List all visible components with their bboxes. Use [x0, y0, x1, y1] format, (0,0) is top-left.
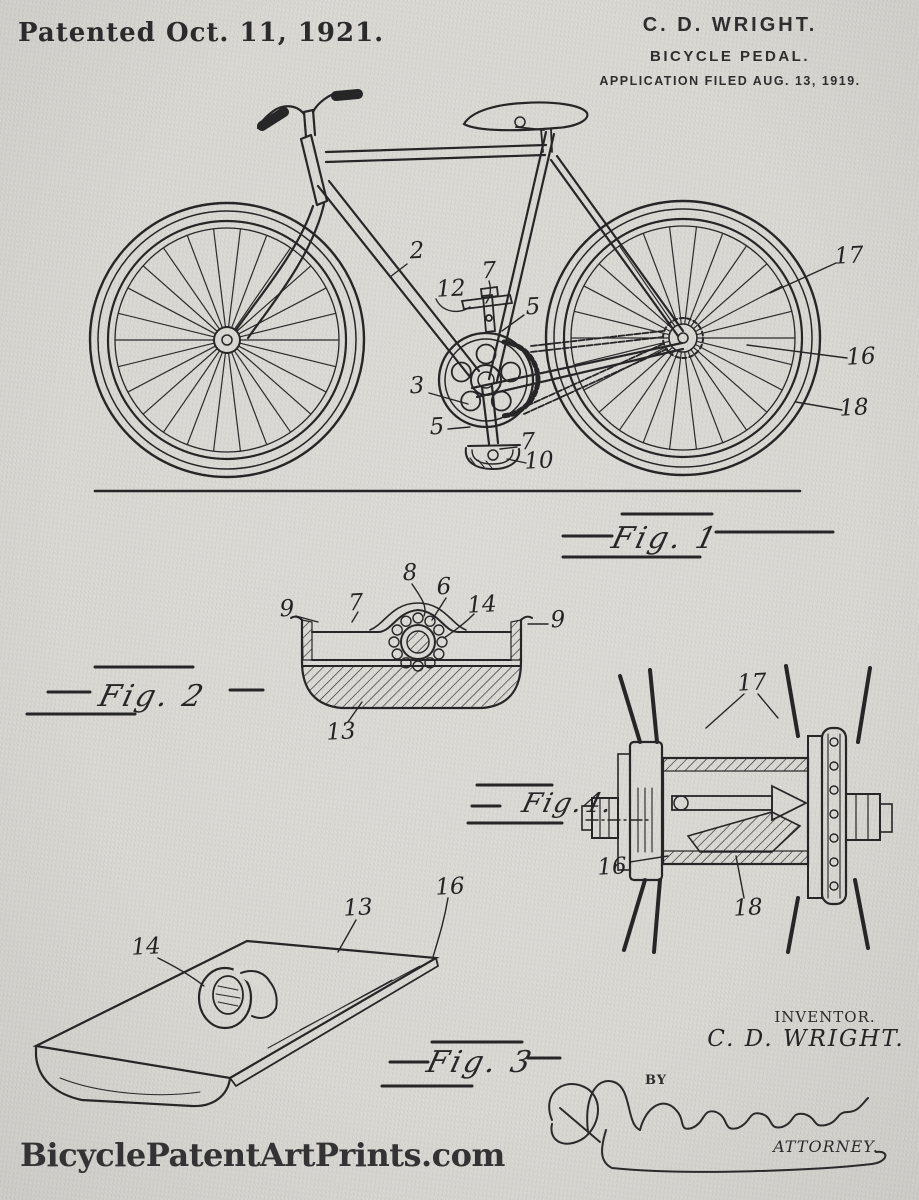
figure-2-pedal-section-drawing: [290, 583, 549, 723]
watermark-text: BicyclePatentArtPrints.com: [20, 1136, 505, 1174]
ref-numeral-5b: 5: [429, 413, 445, 441]
ref-numeral-5: 5: [525, 293, 541, 321]
patented-date-line: Patented Oct. 11, 1921.: [18, 18, 385, 48]
ref-numeral-14b: 14: [130, 933, 162, 961]
front-spokes: [114, 228, 340, 452]
inventor-signature: C. D. WRIGHT.: [707, 1026, 905, 1052]
fig2-label-text: Fig. 2: [94, 679, 209, 713]
ref-numeral-13: 13: [325, 718, 357, 746]
fig3-label-text: Fig. 3: [422, 1045, 537, 1079]
fig1-label: Fig. 1: [561, 512, 835, 559]
ref-numeral-7c: 7: [348, 589, 364, 617]
fig3-label: Fig. 3: [380, 1040, 562, 1088]
application-line: APPLICATION FILED AUG. 13, 1919.: [599, 74, 861, 88]
ref-numeral-9r: 9: [550, 606, 566, 634]
fig4-label: Fig.4.: [466, 783, 618, 825]
bicycle-frame: [234, 89, 685, 399]
inventor-caption: INVENTOR.: [774, 1008, 876, 1026]
figure-3-pedal-plate-drawing: [32, 897, 449, 1108]
pedal: [464, 444, 521, 471]
ref-numeral-10: 10: [523, 447, 555, 475]
attorney-signature: [548, 1080, 887, 1173]
fig2-label: Fig. 2: [25, 665, 265, 716]
fig4-leader-lines: [629, 693, 779, 899]
knurled-boss: [388, 612, 448, 672]
ref-numeral-7: 7: [481, 257, 497, 285]
ref-numeral-16c: 16: [434, 873, 466, 901]
ref-numeral-13b: 13: [342, 894, 374, 922]
fig2-leader-lines: [295, 583, 549, 723]
fig1-leader-lines: [389, 262, 848, 464]
ref-numeral-2: 2: [409, 237, 425, 265]
ref-numeral-17: 17: [833, 242, 865, 270]
rear-wheel: [544, 199, 822, 477]
figure-4-hub-assembly-drawing: [581, 664, 893, 954]
fig1-label-text: Fig. 1: [607, 521, 722, 555]
ref-numeral-8: 8: [402, 559, 418, 587]
front-wheel: [88, 201, 366, 479]
hub-spokes: [618, 664, 872, 954]
fig3-leader-lines: [157, 897, 449, 987]
by-label: BY: [645, 1073, 668, 1088]
inventor-name-header: C. D. WRIGHT.: [642, 14, 818, 36]
clamp-ring: [197, 965, 278, 1030]
chain-links: [829, 737, 839, 891]
ref-numeral-12: 12: [435, 275, 467, 303]
ref-numeral-16b: 16: [596, 853, 628, 881]
pedal-body-hatch: [303, 666, 520, 707]
saddle: [462, 101, 589, 132]
ref-numeral-18: 18: [838, 394, 870, 422]
patent-title: BICYCLE PEDAL.: [649, 48, 810, 65]
crank-and-chainring: [437, 330, 668, 471]
chain: [519, 330, 668, 415]
attorney-caption: ATTORNEY.: [773, 1137, 879, 1156]
ref-numeral-17b: 17: [736, 669, 768, 697]
ref-numeral-9l: 9: [279, 595, 295, 623]
ref-numeral-16: 16: [845, 343, 877, 371]
axle-internals: [671, 784, 809, 853]
ref-numeral-14: 14: [466, 591, 498, 619]
ref-numeral-3: 3: [409, 372, 425, 400]
ref-numeral-18b: 18: [732, 894, 764, 922]
figure-1-bicycle-drawing: [88, 89, 848, 493]
fig4-label-text: Fig.4.: [518, 788, 618, 819]
ref-numeral-6: 6: [436, 573, 452, 601]
patent-header-block: C. D. WRIGHT. BICYCLE PEDAL. APPLICATION…: [560, 14, 900, 88]
